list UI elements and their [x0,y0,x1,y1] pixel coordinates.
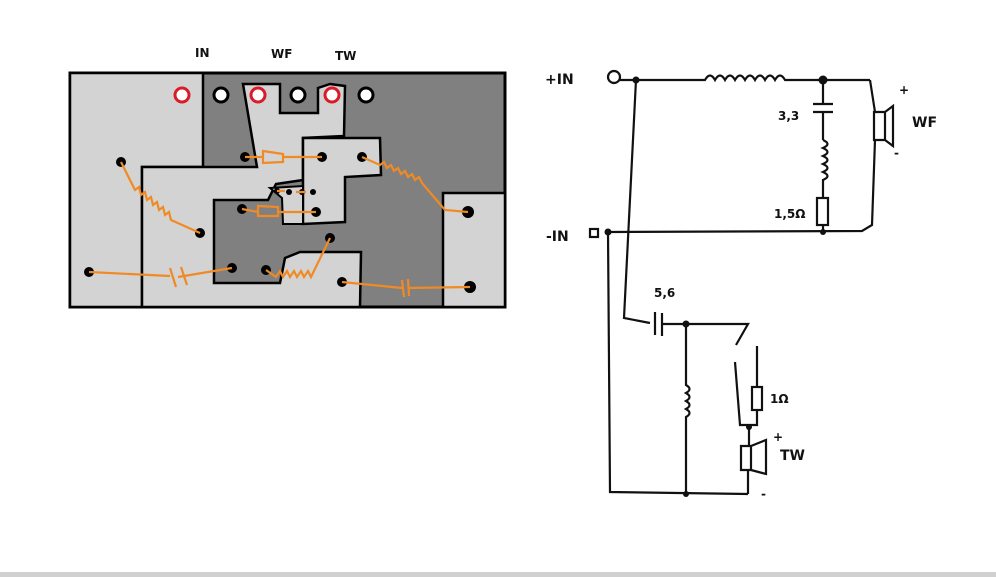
wire-to-tweeter-cap [622,79,651,325]
label-tweeter: TW [780,448,805,464]
label-r-tweeter: 1Ω [770,392,789,406]
inductor-l3 [265,237,331,280]
label-woofer: WF [912,115,937,131]
pad-in-minus [212,86,230,104]
wire-top-inductor [620,74,870,83]
label-r-woofer: 1,5Ω [774,207,805,221]
terminal-minus-in [588,227,600,239]
resistor-r2 [241,204,316,218]
capacitor-c1 [88,266,233,288]
capacitor-5-6 [653,312,750,346]
tweeter-minus: - [761,487,766,501]
bridge-wire [277,189,306,194]
label-tw: TW [335,49,356,63]
label-in: IN [195,46,210,60]
pcb-layout: IN WF TW [68,46,507,309]
inductor-l1 [120,161,201,235]
inductor-tweeter-shunt [683,324,691,494]
label-minus-in: -IN [546,229,569,245]
bottom-bar [0,572,996,577]
pad-wf-plus [249,86,267,104]
tweeter-plus: + [773,430,783,444]
pad-tw-minus [357,86,375,104]
inductor-l2 [361,155,469,214]
copper-area-right [441,191,507,309]
terminal-plus-in [606,69,622,85]
inductor-woofer-shunt [820,138,829,198]
capacitor-c2 [341,278,471,298]
wire-tweeter-resistor [733,346,759,427]
components [88,149,471,298]
pad-in-plus [173,86,191,104]
woofer-symbol [872,103,895,149]
label-plus-in: +IN [545,72,574,88]
tweeter-symbol [739,427,768,494]
pad-tw-plus [323,86,341,104]
pad-wf-minus [289,86,307,104]
copper-area-bridge [267,184,304,225]
woofer-minus: - [894,146,899,160]
schematic [588,69,895,497]
woofer-plus: + [899,83,909,97]
label-c-tweeter: 5,6 [654,286,675,300]
connector-pads [173,86,375,104]
schematic-labels: +IN -IN 3,3 1,5Ω 5,6 1Ω WF TW + - + - [545,72,937,501]
resistor-1-5 [815,196,830,227]
resistor-r1 [245,149,322,165]
resistor-1-ohm [750,385,764,412]
label-c-woofer: 3,3 [778,109,799,123]
capacitor-3-3 [813,80,833,140]
wire-woofer-return [607,79,877,234]
wire-tweeter-return [606,231,749,496]
label-wf: WF [271,47,292,61]
